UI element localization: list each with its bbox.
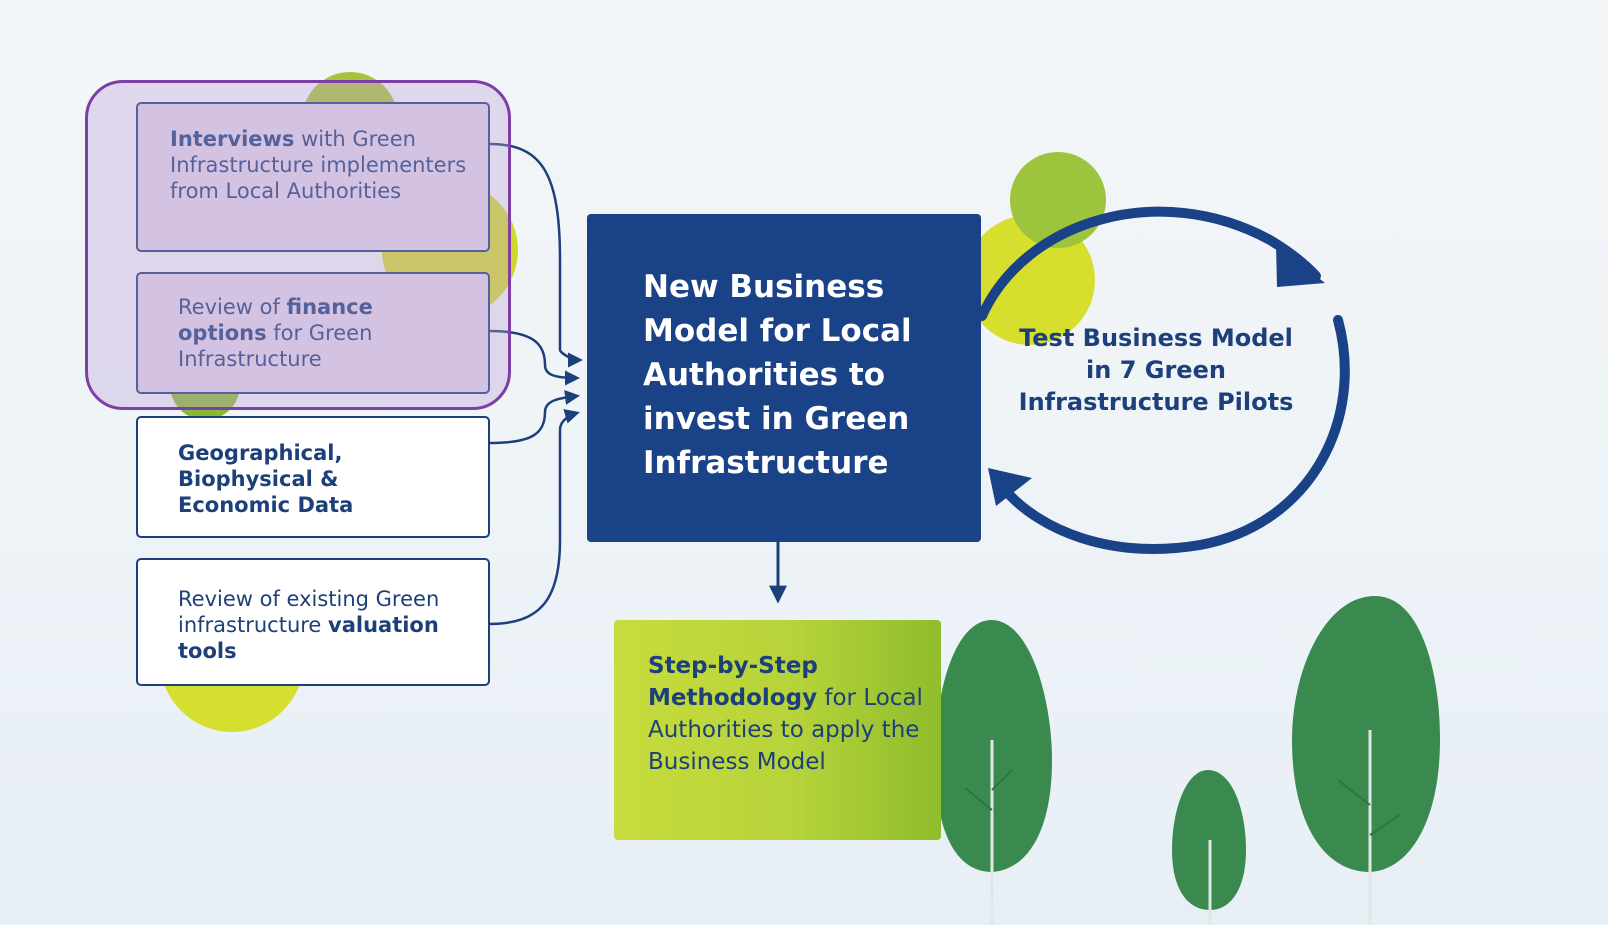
business-model-box: New Business Model for Local Authorities… [587, 214, 981, 542]
methodology-text: for Local Authorities to apply the Busin… [648, 685, 923, 775]
input-text-regular: Review of existing Green infrastructure [178, 587, 440, 637]
cycle-arrow-top [977, 206, 1321, 321]
input-text: Review of finance options for Green Infr… [178, 294, 448, 372]
business-model-title: New Business Model for Local Authorities… [643, 269, 912, 481]
input-box-valuation-tools: Review of existing Green infrastructure … [136, 558, 490, 686]
connector-arrow [488, 409, 580, 626]
test-pilots-label: Test Business Model in 7 Green Infrastru… [1018, 324, 1294, 416]
selection-highlight [85, 80, 511, 410]
tree [935, 619, 1052, 925]
input-text: Interviews with Green Infrastructure imp… [170, 126, 470, 204]
connector-arrow [488, 329, 580, 386]
input-box-geographical-data: Geographical, Biophysical & Economic Dat… [136, 416, 490, 538]
input-text-bold: finance options [178, 295, 373, 345]
connector-arrow [488, 142, 583, 368]
tree [1292, 596, 1440, 925]
tree [1172, 770, 1246, 925]
input-text: Geographical, Biophysical & Economic Dat… [178, 440, 408, 518]
cycle-arrowhead [1276, 244, 1325, 287]
input-box-interviews: Interviews with Green Infrastructure imp… [136, 102, 490, 252]
input-text-bold: Geographical, Biophysical & Economic Dat… [178, 441, 354, 517]
cycle-arrowhead [988, 468, 1032, 506]
methodology-title: Step-by-Step Methodology [648, 653, 818, 711]
input-text-regular: for Green Infrastructure [178, 321, 373, 371]
input-text-bold: valuation tools [178, 613, 439, 663]
input-box-finance-options: Review of finance options for Green Infr… [136, 272, 490, 394]
input-text-bold: Interviews [170, 127, 295, 151]
input-text-regular: Review of [178, 295, 287, 319]
connector-arrow [488, 389, 580, 445]
cycle-arrow-bottom [1000, 315, 1350, 554]
methodology-box: Step-by-Step Methodology for Local Autho… [614, 620, 941, 840]
input-text-regular: with Green Infrastructure implementers f… [170, 127, 467, 203]
input-text: Review of existing Green infrastructure … [178, 586, 458, 664]
